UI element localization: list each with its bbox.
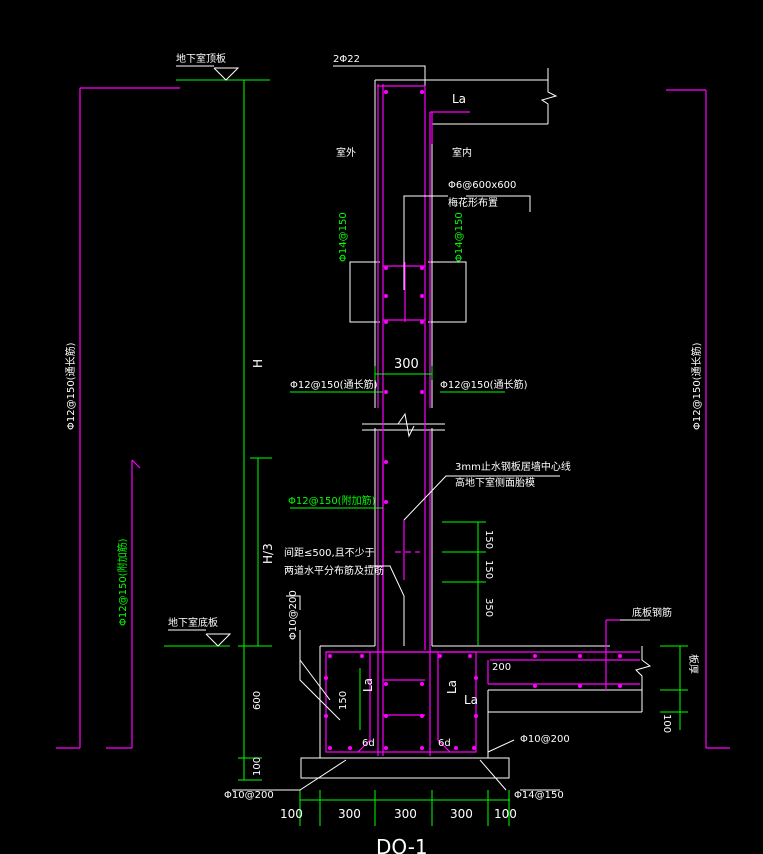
label-dim-150-left: 150 bbox=[338, 691, 349, 710]
label-la-top: La bbox=[452, 92, 466, 106]
label-basement-floor: 地下室底板 bbox=[168, 616, 218, 629]
label-horiz-right: Φ12@150(通长筋) bbox=[440, 378, 528, 391]
label-spacing-2: 两道水平分布筋及拉筋 bbox=[284, 564, 384, 577]
dim-bottom-4: 100 bbox=[494, 807, 517, 821]
label-dim-150-a: 150 bbox=[483, 530, 494, 549]
concrete-outline bbox=[300, 65, 652, 779]
label-spacing-1: 间距≤500,且不少于 bbox=[284, 546, 375, 559]
label-la-bottom-left: La bbox=[361, 678, 375, 692]
label-6d-left: 6d bbox=[362, 738, 375, 749]
rebar-dots bbox=[324, 90, 622, 750]
label-basement-roof: 地下室顶板 bbox=[176, 52, 226, 65]
label-la-bottom-right: La bbox=[445, 680, 459, 694]
label-wall-thickness: 300 bbox=[394, 357, 419, 372]
label-right-outer-spec: Φ12@150(通长筋) bbox=[690, 342, 703, 430]
label-bottom-left-spec: Φ10@200 bbox=[224, 790, 274, 801]
label-dim-600: 600 bbox=[252, 691, 263, 710]
label-add-bar: Φ12@150(附加筋) bbox=[288, 494, 376, 507]
dim-bottom-0: 100 bbox=[280, 807, 303, 821]
label-vert-left: Φ14@150 bbox=[338, 212, 349, 262]
leader-lines bbox=[168, 65, 650, 791]
dimension-lines bbox=[164, 79, 688, 826]
label-dim-150-b: 150 bbox=[483, 560, 494, 579]
annotations: 地下室顶板 2Φ22 La 室外 室内 Φ6@600x600 梅花形布置 Φ14… bbox=[64, 52, 703, 854]
label-h3: H/3 bbox=[261, 543, 275, 564]
label-stirrup-right: Φ10@200 bbox=[520, 734, 570, 745]
label-left-outer-spec: Φ12@150(通长筋) bbox=[64, 342, 77, 430]
label-inside: 室内 bbox=[452, 146, 472, 159]
label-dim-200: 200 bbox=[492, 662, 511, 673]
section-title: DQ-1 bbox=[376, 835, 428, 854]
label-6d-right: 6d bbox=[438, 738, 451, 749]
label-outside: 室外 bbox=[336, 146, 356, 159]
label-stirrup-left: Φ10@200 bbox=[288, 590, 299, 640]
label-dim-100-left: 100 bbox=[252, 757, 263, 776]
label-top-bar: 2Φ22 bbox=[333, 54, 360, 65]
label-dim-350: 350 bbox=[483, 598, 494, 617]
label-height: H bbox=[251, 359, 265, 368]
label-tie-note: 梅花形布置 bbox=[448, 196, 498, 209]
label-waterstop-2: 高地下室侧面胎模 bbox=[455, 476, 535, 489]
rebar-lines bbox=[56, 84, 730, 756]
dim-bottom-2: 300 bbox=[394, 807, 417, 821]
label-slab-thickness: 板厚 bbox=[687, 654, 700, 674]
label-tie-spec: Φ6@600x600 bbox=[448, 180, 516, 191]
label-left-inner-spec: Φ12@150(附加筋) bbox=[116, 538, 129, 626]
dim-bottom-1: 300 bbox=[338, 807, 361, 821]
label-waterstop-1: 3mm止水钢板居墙中心线 bbox=[455, 460, 571, 473]
label-floor-rebar: 底板钢筋 bbox=[632, 606, 672, 619]
label-dim-100-right: 100 bbox=[661, 714, 672, 733]
label-horiz-left: Φ12@150(通长筋) bbox=[290, 378, 378, 391]
label-la-bottom-right2: La bbox=[464, 693, 478, 707]
label-bottom-right-spec: Φ14@150 bbox=[514, 790, 564, 801]
dim-bottom-3: 300 bbox=[450, 807, 473, 821]
label-vert-right: Φ14@150 bbox=[454, 212, 465, 262]
